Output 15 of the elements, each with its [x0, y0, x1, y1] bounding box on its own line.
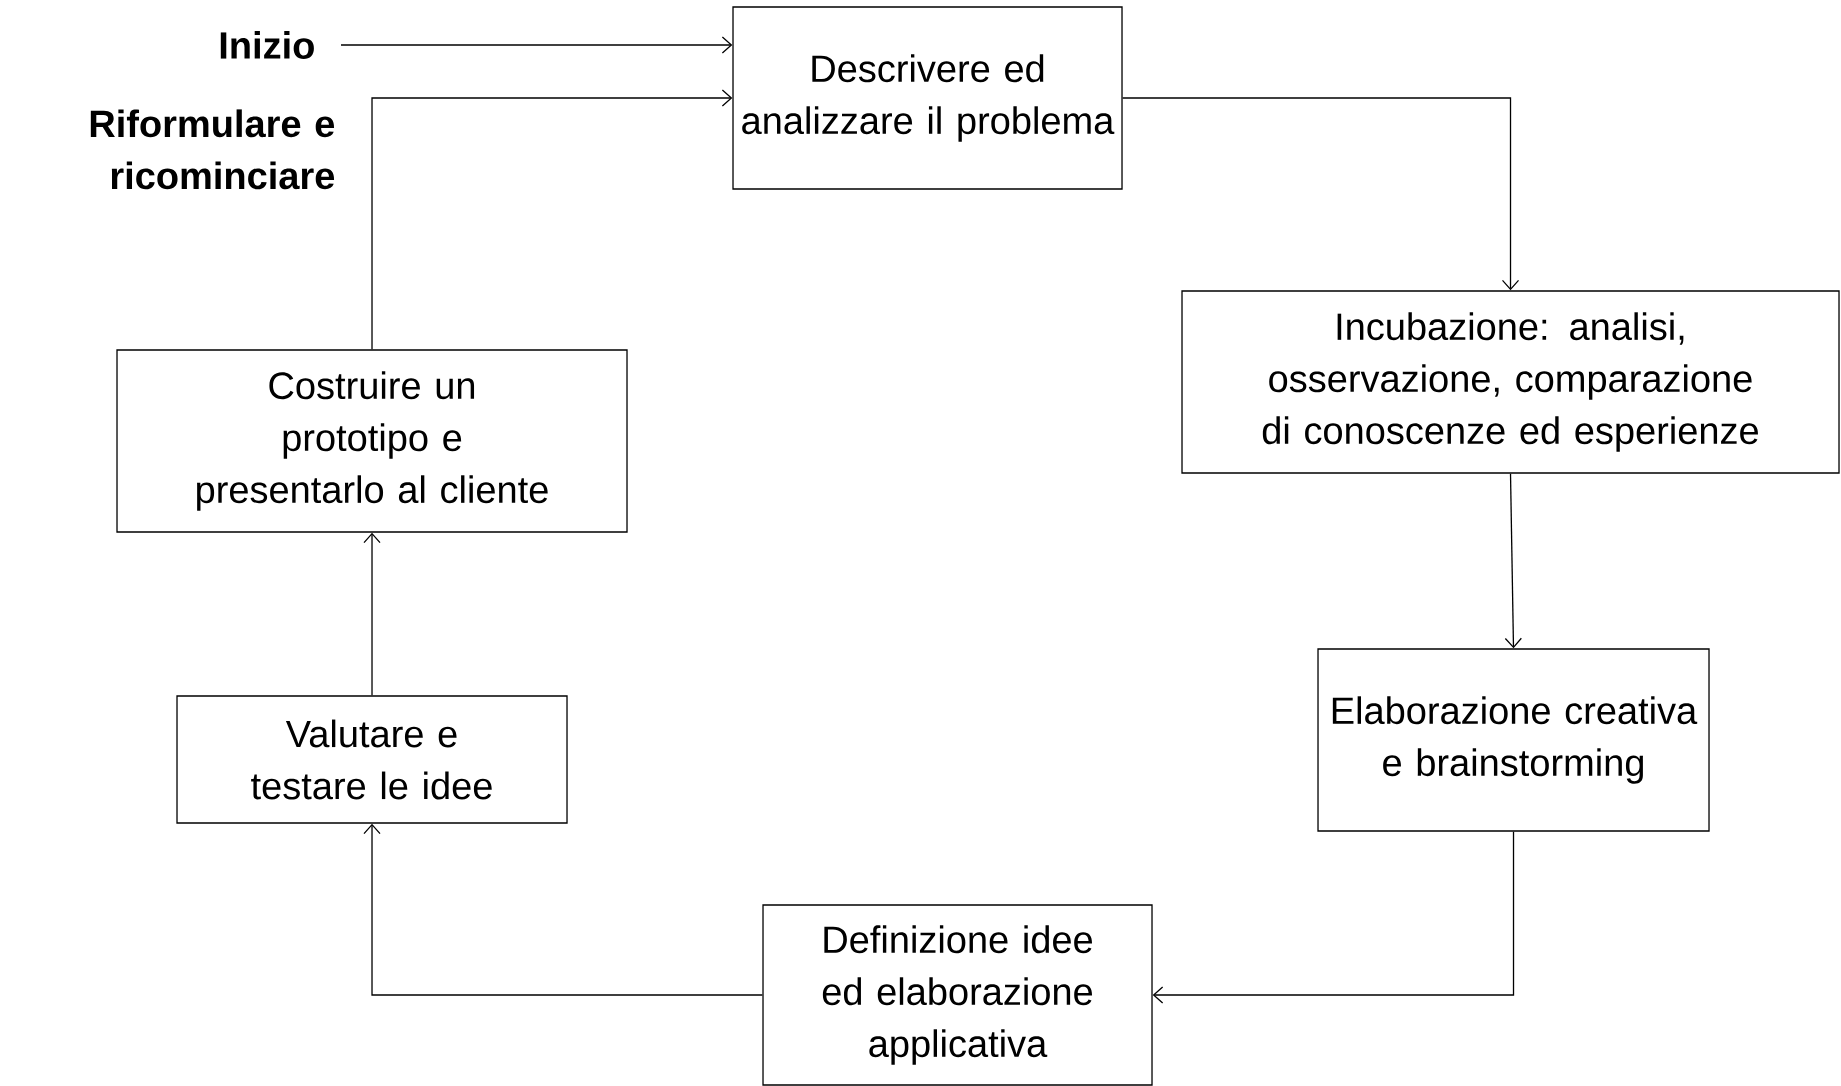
- arrow: [363, 532, 381, 696]
- process-box: Costruire un prototipo e presentarlo al cliente: [116, 349, 628, 533]
- arrow: [363, 823, 763, 996]
- arrow: [1504, 473, 1522, 649]
- start-label: Inizio: [220, 31, 314, 59]
- process-box: Descrivere ed analizzare il problema: [732, 6, 1123, 190]
- process-box: Elaborazione creativa e brainstorming: [1317, 648, 1710, 832]
- process-box: Valutare e testare le idee: [176, 695, 568, 824]
- arrow: [1122, 97, 1520, 291]
- arrow: [371, 89, 733, 350]
- arrow: [1152, 831, 1515, 1004]
- process-box: Definizione idee ed elaborazione applicativa: [762, 904, 1153, 1086]
- arrow: [340, 36, 733, 54]
- edge-label: Riformulare e ricominciare: [90, 109, 335, 190]
- process-box: Incubazione: analisi, osservazione, comparazione di conoscenze ed esperienze: [1181, 290, 1840, 474]
